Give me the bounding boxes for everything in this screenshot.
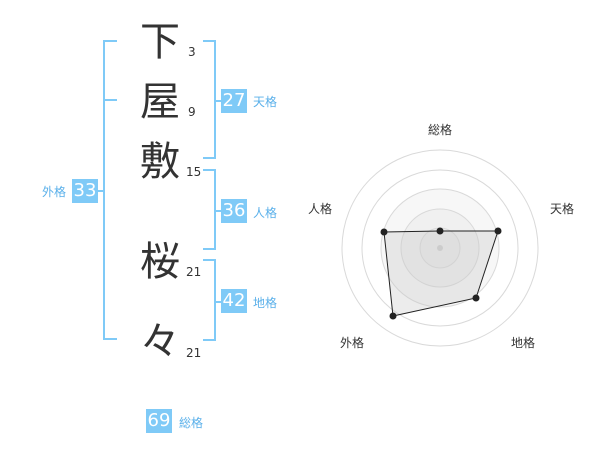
name-char-4: 桜 xyxy=(140,239,180,285)
radar-label-tenkaku: 天格 xyxy=(550,202,575,216)
radar-point-soukaku xyxy=(436,227,444,235)
chikaku-value-badge: 42 xyxy=(221,289,247,313)
stroke-count-4: 21 xyxy=(186,265,202,279)
stroke-count-1: 3 xyxy=(188,45,196,59)
radar-label-soukaku: 総格 xyxy=(428,123,453,137)
gaikaku-value-badge: 33 xyxy=(72,179,98,203)
jinkaku-value-badge: 36 xyxy=(221,199,247,223)
radar-point-tenkaku xyxy=(494,227,502,235)
radar-label-jinkaku: 人格 xyxy=(308,202,333,216)
stroke-count-3: 15 xyxy=(186,165,202,179)
name-char-2: 屋 xyxy=(140,79,180,125)
radar-label-chikaku: 地格 xyxy=(511,336,536,350)
tenkaku-bracket xyxy=(203,40,216,159)
radar-point-gaikaku xyxy=(389,312,397,320)
tenkaku-value-badge: 27 xyxy=(221,89,247,113)
radar-ring-4 xyxy=(341,149,539,347)
chikaku-label: 地格 xyxy=(253,296,278,310)
stroke-count-2: 9 xyxy=(188,105,196,119)
name-char-3: 敷 xyxy=(140,139,180,185)
chikaku-bracket xyxy=(203,259,216,341)
name-char-1: 下 xyxy=(140,19,180,65)
radar-label-gaikaku: 外格 xyxy=(340,336,365,350)
jinkaku-bracket xyxy=(203,169,216,250)
radar-point-jinkaku xyxy=(380,228,388,236)
stroke-count-5: 21 xyxy=(186,346,202,360)
soukaku-value-badge: 69 xyxy=(146,409,172,433)
radar-ring-3 xyxy=(361,169,519,327)
radar-point-chikaku xyxy=(472,294,480,302)
radar-polygon xyxy=(383,230,499,317)
soukaku-label: 総格 xyxy=(179,416,204,430)
gaikaku-label: 外格 xyxy=(42,185,67,199)
jinkaku-label: 人格 xyxy=(253,206,278,220)
tenkaku-label: 天格 xyxy=(253,95,278,109)
radar-center-dot xyxy=(437,245,443,251)
name-char-5: 々 xyxy=(140,319,180,365)
